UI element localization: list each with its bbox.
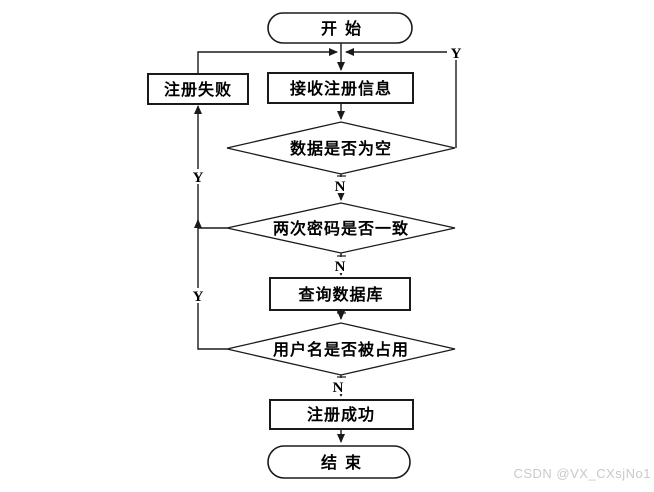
register-fail-label: 注册失败 xyxy=(164,80,232,99)
node-password-match: 两次密码是否一致 xyxy=(226,202,456,254)
yes-label: Y xyxy=(193,170,204,186)
node-receive-info: 接收注册信息 xyxy=(267,72,414,104)
branch-label-yes-right: Y xyxy=(447,44,465,62)
no-label: N xyxy=(335,179,346,195)
yes-label: Y xyxy=(193,289,204,305)
receive-info-label: 接收注册信息 xyxy=(290,79,392,98)
register-ok-label: 注册成功 xyxy=(307,405,375,424)
node-end: 结束 xyxy=(267,445,411,479)
start-label: 开始 xyxy=(321,19,369,38)
branch-label-no-dataempty: N xyxy=(332,177,349,195)
node-register-fail: 注册失败 xyxy=(147,73,249,105)
end-label: 结束 xyxy=(320,453,369,472)
username-taken-shape xyxy=(226,322,456,376)
label-halo xyxy=(330,378,347,394)
register-fail-shape xyxy=(147,73,249,105)
node-register-ok: 注册成功 xyxy=(269,399,414,430)
node-username-taken: 用户名是否被占用 xyxy=(226,322,456,376)
branch-label-yes-left-lower: Y xyxy=(190,288,207,305)
node-start: 开始 xyxy=(267,12,413,44)
watermark-text: CSDN @VX_CXsjNo1 xyxy=(513,466,651,481)
node-query-db: 查询数据库 xyxy=(269,277,411,311)
password-match-label: 两次密码是否一致 xyxy=(273,219,409,238)
label-halo xyxy=(190,288,207,303)
end-terminator-shape xyxy=(267,445,411,479)
username-taken-label: 用户名是否被占用 xyxy=(273,340,409,359)
yes-label: Y xyxy=(451,46,462,62)
password-match-shape xyxy=(226,202,456,254)
query-db-label: 查询数据库 xyxy=(298,285,383,304)
data-empty-label: 数据是否为空 xyxy=(290,139,392,158)
label-halo xyxy=(332,257,349,273)
register-ok-shape xyxy=(269,399,414,430)
no-label: N xyxy=(335,259,346,275)
node-data-empty: 数据是否为空 xyxy=(226,121,456,175)
query-db-shape xyxy=(269,277,411,311)
data-empty-shape xyxy=(226,121,456,175)
receive-info-shape xyxy=(267,72,414,104)
branch-label-yes-left-upper: Y xyxy=(190,169,207,186)
edge-fail-loop-to-receive xyxy=(197,48,338,74)
start-terminator-shape xyxy=(267,12,413,44)
label-halo xyxy=(332,177,349,193)
edge-username-yes xyxy=(194,219,227,350)
branch-label-no-username: N xyxy=(330,378,347,396)
label-halo xyxy=(190,169,207,184)
no-label: N xyxy=(333,380,344,396)
branch-label-no-password: N xyxy=(332,257,349,275)
label-halo xyxy=(447,44,465,60)
